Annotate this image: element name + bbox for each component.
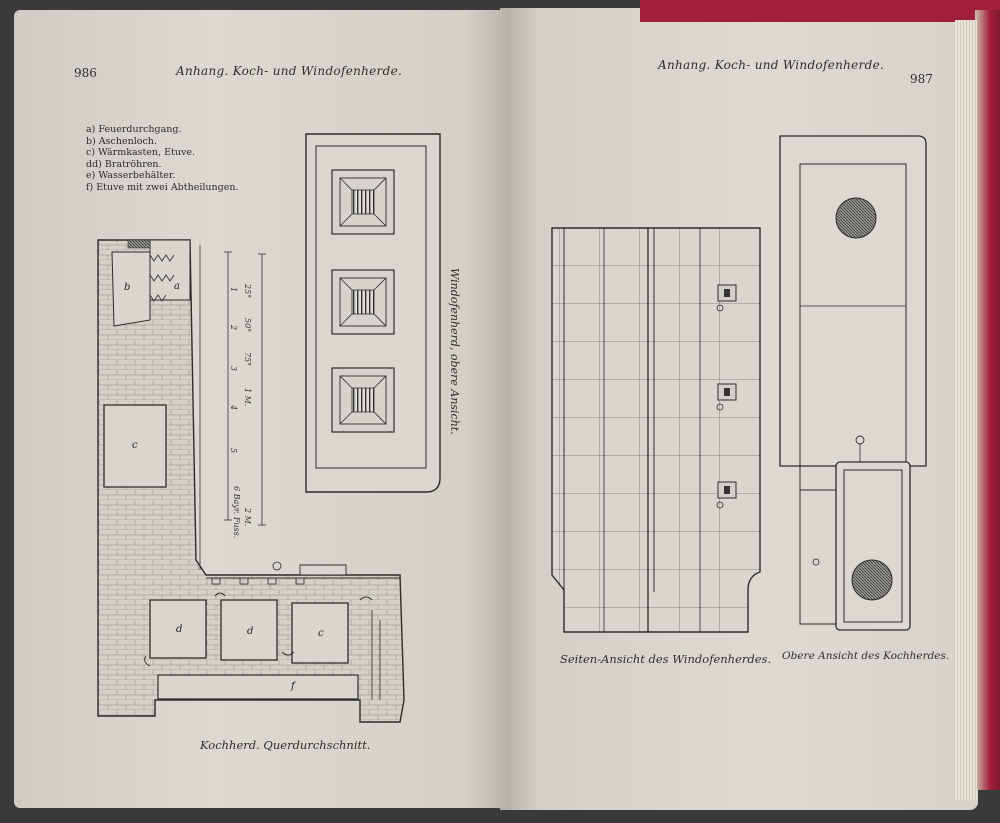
legend-item: f) Etuve mit zwei Abtheilungen. <box>86 181 239 193</box>
book-cover-spine <box>975 10 1000 790</box>
scale-tick-label: 3 <box>229 366 238 372</box>
legend-item: b) Aschenloch. <box>86 135 157 147</box>
right-figure-caption-right: Obere Ansicht des Kochherdes. <box>782 650 950 662</box>
legend-item: e) Wasserbehälter. <box>86 170 176 182</box>
figure-legend: a) Feuerdurchgang. b) Aschenloch. c) Wär… <box>86 124 238 194</box>
vertical-figure-caption: Windofenherd, obere Ansicht. <box>448 268 461 435</box>
legend-item: c) Wärmkasten, Etuve. <box>86 147 195 159</box>
windofen-side-view <box>551 227 761 633</box>
label-d: d <box>247 626 254 637</box>
scale-label: 50° <box>243 318 252 333</box>
left-figure-caption: Kochherd. Querdurchschnitt. <box>200 738 371 752</box>
cross-section-drawing <box>97 239 405 723</box>
right-page-number: 987 <box>910 72 933 86</box>
scale-bar <box>199 245 266 570</box>
right-figure-caption-left: Seiten-Ansicht des Windofenherdes. <box>560 652 772 666</box>
legend-item: a) Feuerdurchgang. <box>86 124 182 135</box>
windofen-top-view <box>305 133 441 493</box>
scale-tick-label: 2 <box>229 325 238 331</box>
label-c: c <box>132 440 138 451</box>
stove-opening <box>331 367 395 433</box>
scale-tick-label: 1 <box>229 287 238 293</box>
scale-label: 6 Bayr. Fuss. <box>232 486 241 539</box>
left-page-header: Anhang. Koch- und Windofenherde. <box>176 64 403 78</box>
book-cover-top <box>640 0 1000 22</box>
stove-door-handle <box>716 284 737 312</box>
right-page-header: Anhang. Koch- und Windofenherde. <box>658 58 885 72</box>
label-b: b <box>124 282 131 293</box>
page-edges <box>955 20 977 800</box>
stove-door-handle <box>716 481 737 509</box>
label-f: f <box>291 681 295 692</box>
label-d: d <box>176 624 183 635</box>
scale-label: 2 M. <box>243 508 252 527</box>
scale-tick-label: 4 <box>229 405 238 411</box>
scale-label: 1 M. <box>243 388 252 407</box>
scale-tick-label: 5 <box>229 448 238 454</box>
stove-opening <box>331 169 395 235</box>
legend-item: dd) Bratröhren. <box>86 158 162 170</box>
kochherd-top-view <box>779 135 927 631</box>
label-a: a <box>174 281 180 292</box>
stove-opening <box>331 269 395 335</box>
scale-label: 75° <box>243 352 252 367</box>
scale-label: 25° <box>243 284 252 299</box>
left-page-number: 986 <box>74 66 97 80</box>
stove-door-handle <box>716 383 737 411</box>
label-e: c <box>318 628 324 639</box>
